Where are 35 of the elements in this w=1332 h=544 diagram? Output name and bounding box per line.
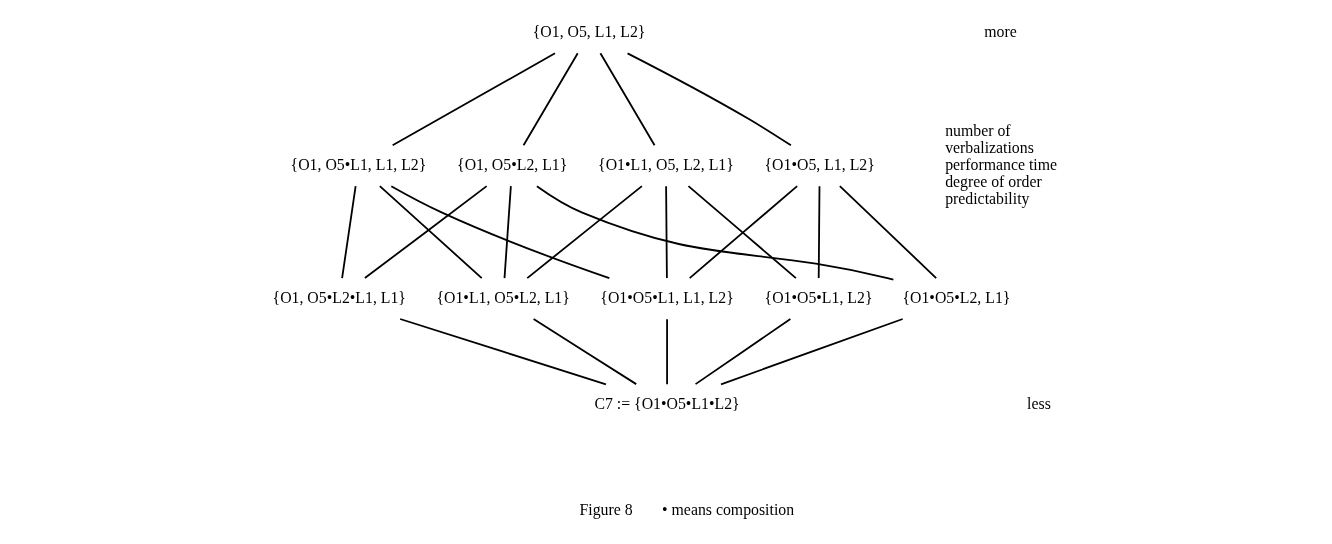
connector [503, 185, 512, 279]
label: • means composition [661, 501, 794, 519]
node-text: {O1, O5, L1, L2} [532, 23, 645, 41]
connector [525, 185, 643, 279]
connector [626, 52, 792, 147]
connector [719, 318, 904, 386]
node-text: {O1, O5•L1, L1, L2} [290, 155, 426, 173]
node-text: {O1•O5, L1, L2} [764, 155, 875, 173]
connector [532, 318, 637, 386]
connector [378, 185, 483, 279]
node-text: {O1•O5•L1, L1, L2} [599, 288, 734, 306]
label: less [1026, 395, 1051, 412]
connector [838, 185, 937, 279]
connector [694, 318, 791, 386]
node-text: {O1•L1, O5, L2, L1} [597, 155, 734, 173]
connector [398, 318, 607, 386]
node-text: {O1•O5•L1, L2} [764, 288, 873, 306]
connector [389, 185, 610, 280]
connector [817, 185, 820, 279]
node-text: C7 := {O1•O5•L1•L2} [593, 395, 740, 412]
connector [363, 185, 488, 279]
connector [664, 185, 668, 279]
connector [391, 52, 556, 147]
node-text: {O1, O5•L2, L1} [456, 155, 567, 173]
connector [665, 318, 668, 386]
connector [522, 52, 579, 147]
node-text: {O1•O5•L2, L1} [901, 288, 1010, 306]
label: more [983, 23, 1017, 41]
connector [340, 185, 357, 279]
label: Figure 8 [578, 501, 633, 519]
node-text: {O1, O5•L2•L1, L1} [272, 288, 406, 306]
node-text: {O1•L1, O5•L2, L1} [435, 288, 570, 306]
label: number of verbalizations performance time degree of order predictability [944, 122, 1057, 207]
connector [599, 52, 655, 147]
connector [535, 185, 894, 281]
